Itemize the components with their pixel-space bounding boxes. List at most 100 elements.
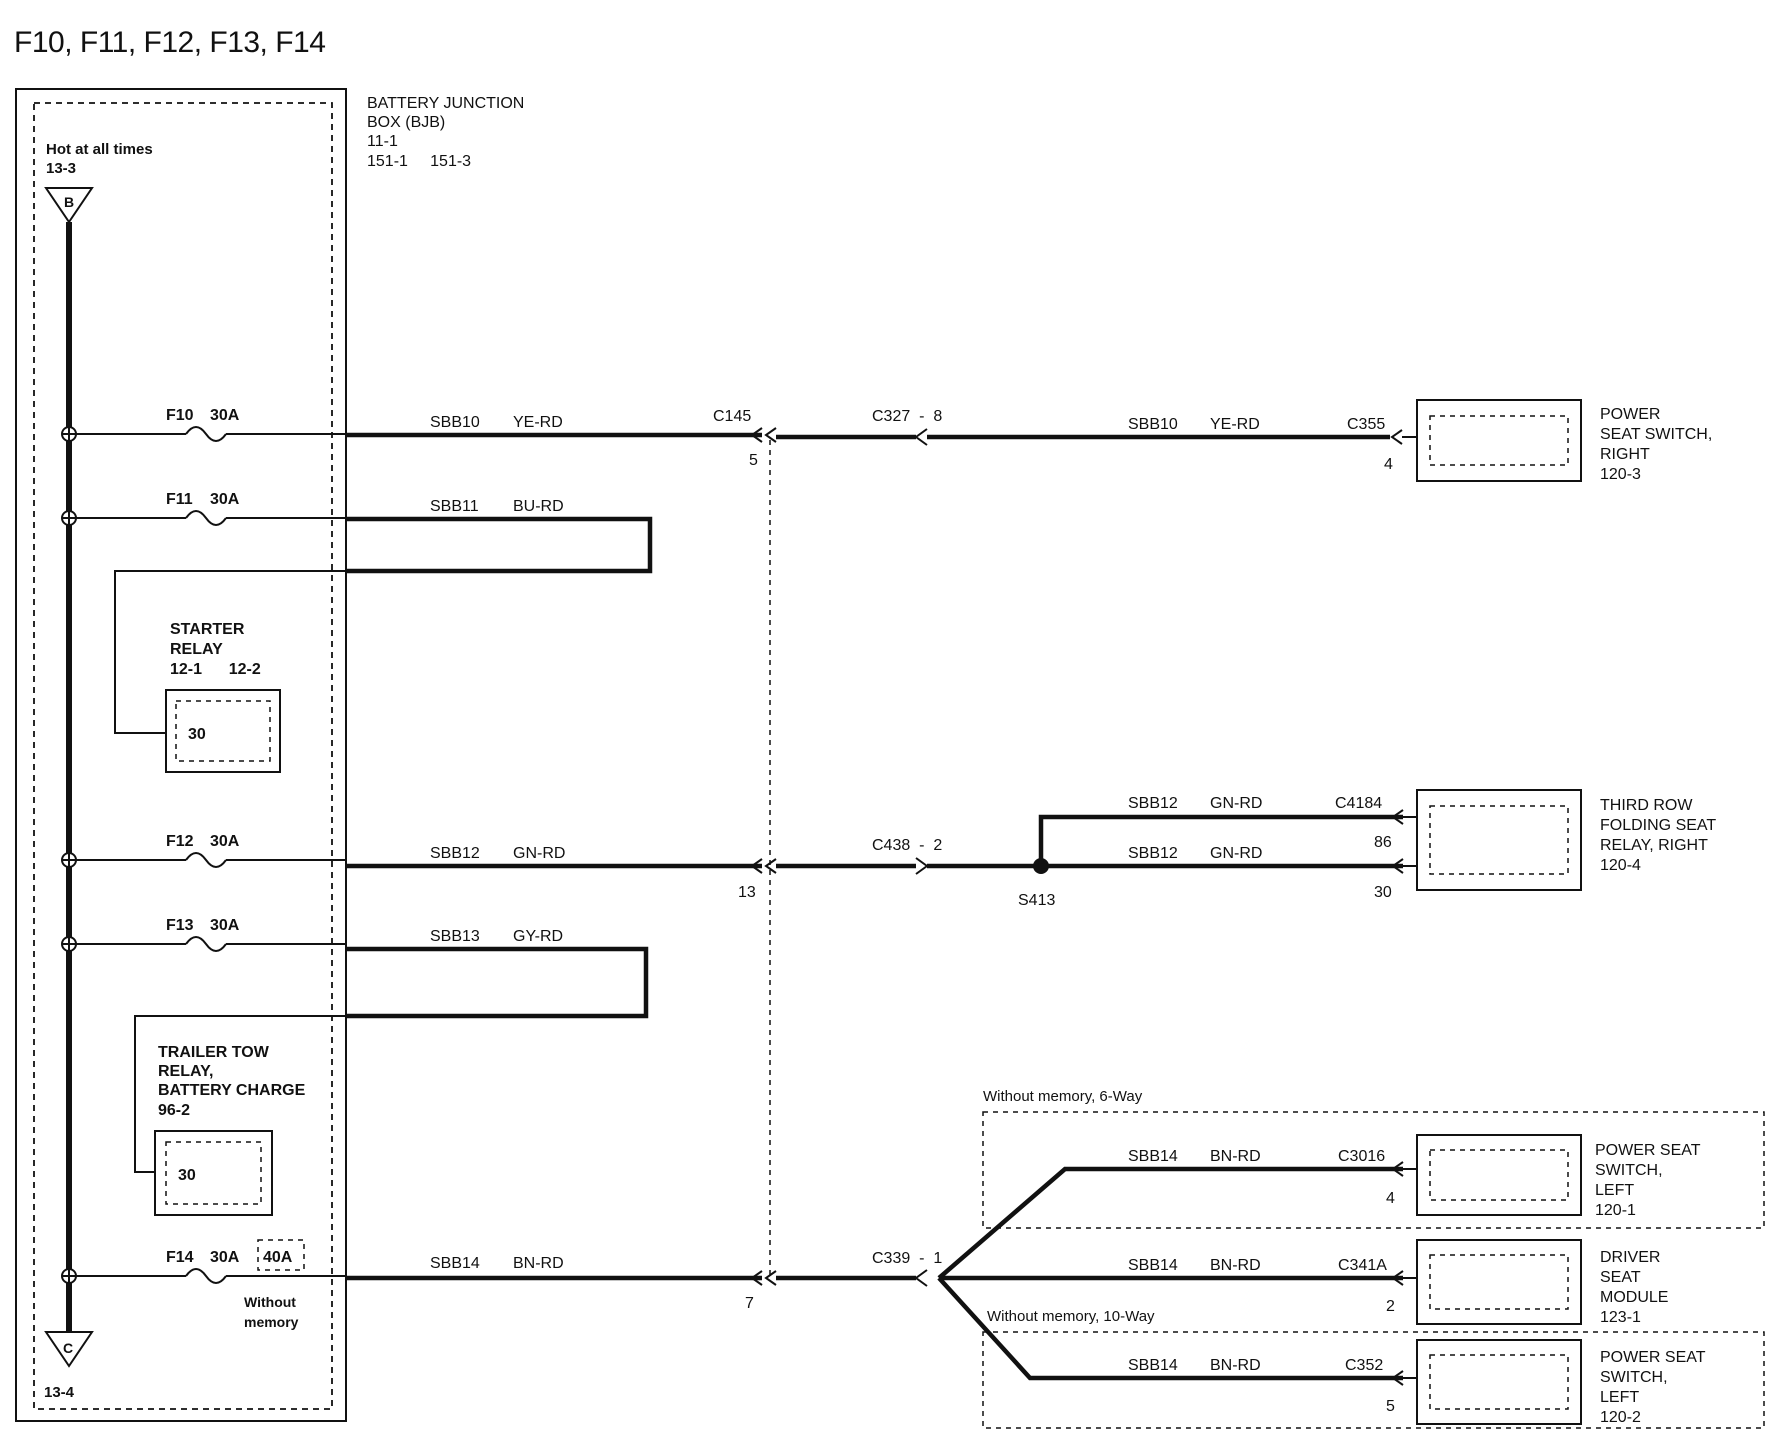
connector-b-label: B (64, 194, 74, 210)
circuit-sbb14-c341a: SBB14 (1128, 1257, 1178, 1274)
c4184-arrow-30 (1391, 858, 1404, 874)
connector-c327-label: C327 - 8 (872, 408, 942, 425)
c3016-pin: 4 (1386, 1190, 1395, 1207)
power-seat-switch-left-2-box (1416, 1339, 1582, 1425)
group-six-way (982, 1111, 1765, 1229)
svg-text:RELAY,: RELAY, (158, 1063, 213, 1080)
c327-arrow (914, 428, 928, 446)
svg-text:LEFT: LEFT (1600, 1389, 1639, 1406)
trailer-tow-relay-label: TRAILER TOW RELAY, BATTERY CHARGE 96-2 (158, 1044, 306, 1119)
c4184-pin-86: 86 (1374, 834, 1392, 851)
svg-text:SEAT: SEAT (1600, 1269, 1641, 1286)
tap-f13 (61, 936, 77, 952)
circuit-sbb14-c3016: SBB14 (1128, 1148, 1178, 1165)
c352-pin: 5 (1386, 1398, 1395, 1415)
third-row-relay-label: THIRD ROW FOLDING SEAT RELAY, RIGHT 120-… (1600, 797, 1716, 874)
tap-f10 (61, 426, 77, 442)
connector-c341a-label: C341A (1338, 1257, 1387, 1274)
svg-text:DRIVER: DRIVER (1600, 1249, 1660, 1266)
connector-c352-label: C352 (1345, 1357, 1383, 1374)
svg-text:12-1 12-2: 12-1 12-2 (170, 661, 261, 678)
svg-text:30A: 30A (210, 1249, 240, 1266)
fuse-f14: F14 30A (76, 1249, 346, 1284)
connector-c-triangle (44, 1331, 94, 1368)
fuse-f10: F10 30A (76, 407, 346, 442)
connector-c438-label: C438 - 2 (872, 837, 942, 854)
connector-c355-label: C355 (1347, 416, 1385, 433)
diagram-title: F10, F11, F12, F13, F14 (14, 26, 326, 59)
color-bn-rd-c352: BN-RD (1210, 1357, 1261, 1374)
power-seat-switch-right-label: POWER SEAT SWITCH, RIGHT 120-3 (1600, 406, 1712, 483)
svg-text:F12: F12 (166, 833, 194, 850)
c341a-pin: 2 (1386, 1298, 1395, 1315)
fuse-f14-alt-box (257, 1239, 305, 1271)
svg-text:STARTER: STARTER (170, 621, 245, 638)
circuit-sbb11: SBB11 (430, 498, 479, 515)
c438-arrow (915, 857, 929, 875)
group-ten-way (982, 1331, 1765, 1429)
color-bu-rd: BU-RD (513, 498, 564, 515)
wire-sbb11-loop (346, 516, 653, 574)
connector-c3016-label: C3016 (1338, 1148, 1385, 1165)
svg-text:120-1: 120-1 (1595, 1202, 1636, 1219)
c339-arrow-left (764, 1270, 777, 1286)
svg-text:LEFT: LEFT (1595, 1182, 1634, 1199)
wire-sbb14-c352 (937, 1276, 1403, 1381)
color-bn-rd: BN-RD (513, 1255, 564, 1272)
power-seat-switch-right-inner (1429, 415, 1569, 466)
c327-arrow-left (764, 427, 777, 443)
svg-text:F13: F13 (166, 917, 194, 934)
power-seat-switch-left-1-inner (1429, 1149, 1569, 1201)
svg-text:TRAILER TOW: TRAILER TOW (158, 1044, 270, 1061)
c438-arrow-left (764, 858, 777, 874)
driver-seat-module-inner (1429, 1254, 1569, 1310)
top-ref-label: 13-3 (46, 160, 76, 177)
bjb-label-3: 11-1 (367, 133, 398, 150)
svg-text:BATTERY CHARGE: BATTERY CHARGE (158, 1082, 306, 1099)
svg-text:POWER SEAT: POWER SEAT (1595, 1142, 1701, 1159)
c145-arrow-f14 (750, 1270, 763, 1286)
connector-c339-label: C339 - 1 (872, 1250, 942, 1267)
svg-text:MODULE: MODULE (1600, 1289, 1668, 1306)
c355-pin: 4 (1384, 456, 1393, 473)
wire-sbb14-c3016 (937, 1166, 1403, 1280)
circuit-sbb12: SBB12 (430, 845, 480, 862)
c145-pin-7: 7 (745, 1295, 754, 1312)
driver-seat-module-box (1416, 1239, 1582, 1325)
svg-text:F14: F14 (166, 1249, 194, 1266)
power-seat-switch-left-1-box (1416, 1134, 1582, 1216)
connector-c-label: C (63, 1340, 73, 1356)
c339-arrow (914, 1269, 928, 1287)
color-ye-rd-outer: YE-RD (1210, 416, 1260, 433)
circuit-sbb12-upper: SBB12 (1128, 795, 1178, 812)
wire-sbb13-loop (346, 946, 649, 1019)
wire-sbb12-pin86 (1038, 814, 1403, 866)
fuse-f11: F11 30A (76, 491, 346, 526)
starter-relay-pin: 30 (188, 726, 206, 743)
c355-arrow (1390, 429, 1403, 445)
svg-text:30A: 30A (210, 407, 240, 424)
svg-text:120-2: 120-2 (1600, 1409, 1641, 1426)
circuit-sbb10: SBB10 (430, 414, 480, 431)
splice-s413-label: S413 (1018, 892, 1055, 909)
starter-relay-box (165, 689, 281, 773)
c145-arrow-f12 (750, 858, 763, 874)
c145-pin-5: 5 (749, 452, 758, 469)
power-seat-switch-left-1-label: POWER SEAT SWITCH, LEFT 120-1 (1595, 1142, 1701, 1219)
svg-text:THIRD ROW: THIRD ROW (1600, 797, 1693, 814)
circuit-sbb14: SBB14 (430, 1255, 480, 1272)
c4184-arrow-86 (1391, 809, 1404, 825)
svg-text:RIGHT: RIGHT (1600, 446, 1650, 463)
third-row-relay-box (1416, 789, 1582, 891)
power-seat-switch-left-2-inner (1429, 1354, 1569, 1410)
bjb-label-4: 151-1 151-3 (367, 153, 471, 170)
tap-f12 (61, 852, 77, 868)
svg-text:120-4: 120-4 (1600, 857, 1641, 874)
note-six-way: Without memory, 6-Way (983, 1088, 1143, 1105)
svg-text:F10: F10 (166, 407, 194, 424)
hot-at-all-times-label: Hot at all times (46, 141, 153, 158)
c145-arrow-f10 (750, 427, 763, 443)
c145-pin-13: 13 (738, 884, 756, 901)
bjb-inner-box (33, 102, 333, 1410)
